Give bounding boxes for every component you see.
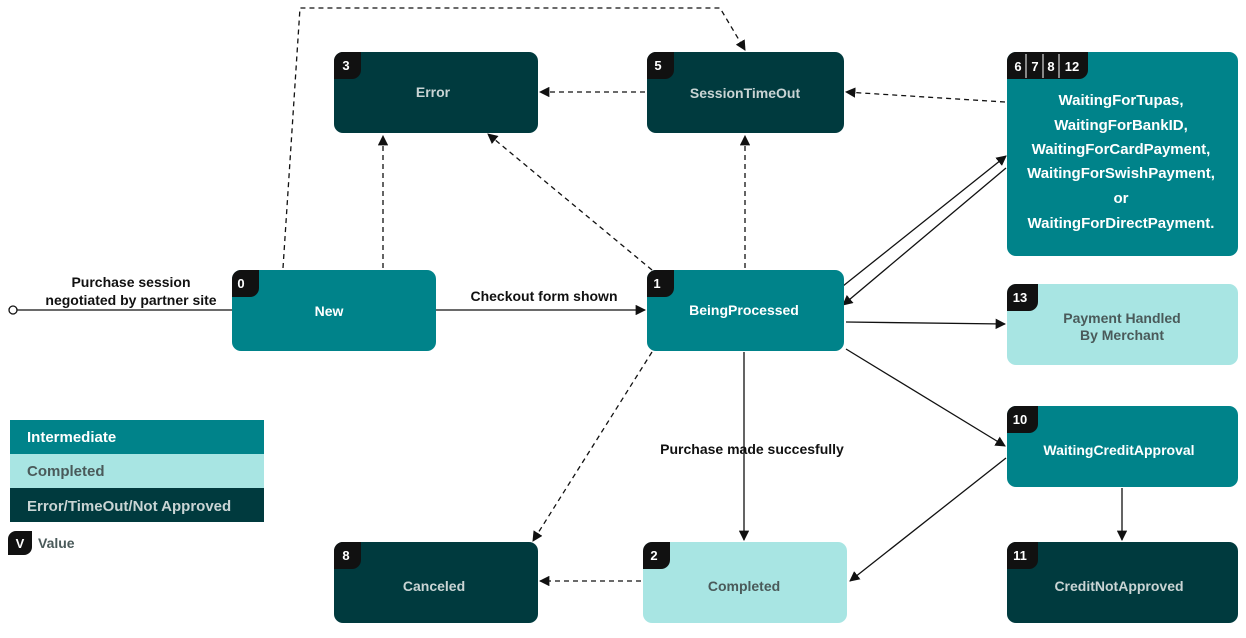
node-waitingcreditapproval-label: WaitingCreditApproval	[1043, 442, 1194, 458]
node-paymenthandled-label-line: Payment Handled	[1063, 310, 1180, 326]
node-waiting: 6 7 8 12 WaitingForTupas, WaitingForBank…	[1007, 52, 1238, 256]
node-new-badge	[232, 270, 259, 297]
legend-completed-label: Completed	[27, 463, 105, 480]
edge-beingprocessed-to-waiting	[837, 155, 1007, 291]
node-paymenthandled-number: 13	[1013, 290, 1027, 305]
node-beingprocessed-number: 1	[653, 276, 660, 291]
node-waiting-number: 8	[1047, 59, 1054, 74]
node-canceled-box	[334, 542, 538, 623]
legend-value-label: Value	[38, 535, 75, 551]
edge-label-checkout: Checkout form shown	[470, 288, 617, 304]
edges	[17, 7, 1128, 587]
legend-intermediate-swatch	[10, 420, 264, 454]
node-waitingcreditapproval-box	[1007, 406, 1238, 487]
node-sessiontimeout-label: SessionTimeOut	[690, 85, 801, 101]
edge-new-to-sessiontimeout	[282, 7, 746, 269]
node-error-badge	[334, 52, 361, 79]
node-waitingcreditapproval-badge	[1007, 406, 1038, 433]
node-waiting-label-line: WaitingForCardPayment,	[1032, 141, 1211, 158]
node-completed-badge	[643, 542, 670, 569]
node-creditnotapproved-box	[1007, 542, 1238, 623]
node-paymenthandled-badge	[1007, 284, 1038, 311]
node-beingprocessed-label: BeingProcessed	[689, 302, 799, 318]
node-sessiontimeout-number: 5	[654, 58, 661, 73]
node-paymenthandled-label-line: By Merchant	[1080, 327, 1164, 343]
node-beingprocessed: 1 BeingProcessed	[647, 270, 844, 351]
node-error-number: 3	[342, 58, 349, 73]
edge-beingprocessed-to-waitingcreditapproval	[845, 348, 1006, 447]
edge-waitingcreditapproval-to-completed	[849, 457, 1007, 582]
legend-value-badge-letter: V	[16, 536, 25, 551]
node-error: 3 Error	[334, 52, 538, 133]
node-waiting-label-line: WaitingForBankID,	[1054, 117, 1188, 134]
node-waiting-number: 6	[1014, 59, 1021, 74]
edge-waiting-to-beingprocessed	[842, 167, 1007, 306]
legend-value-badge	[8, 531, 32, 555]
edge-beingprocessed-to-canceled	[532, 351, 653, 542]
node-new-box	[232, 270, 436, 351]
node-waitingcreditapproval-number: 10	[1013, 412, 1027, 427]
node-new: 0 New	[232, 270, 436, 351]
start-circle	[8, 305, 18, 315]
legend-error-swatch	[10, 488, 264, 522]
legend-intermediate-label: Intermediate	[27, 429, 116, 446]
node-paymenthandled-box	[1007, 284, 1238, 365]
node-creditnotapproved: 11 CreditNotApproved	[1007, 542, 1238, 623]
node-completed-box	[643, 542, 847, 623]
node-completed: 2 Completed	[643, 542, 847, 623]
node-new-label: New	[315, 303, 344, 319]
node-completed-label: Completed	[708, 578, 780, 594]
node-waiting-box	[1007, 52, 1238, 256]
node-new-number: 0	[237, 276, 244, 291]
edge-waiting-to-sessiontimeout	[844, 87, 1006, 103]
edge-label-start-line2: negotiated by partner site	[45, 292, 216, 308]
node-creditnotapproved-number: 11	[1013, 548, 1027, 563]
node-waiting-number: 7	[1031, 59, 1038, 74]
node-sessiontimeout: 5 SessionTimeOut	[647, 52, 844, 133]
node-waiting-number: 12	[1065, 59, 1079, 74]
node-waiting-label-line: WaitingForDirectPayment.	[1028, 215, 1215, 232]
node-waiting-badge	[1007, 52, 1088, 79]
node-canceled-label: Canceled	[403, 578, 465, 594]
legend: Intermediate Completed Error/TimeOut/Not…	[8, 420, 264, 555]
edge-beingprocessed-to-error	[487, 133, 653, 271]
node-creditnotapproved-label: CreditNotApproved	[1054, 578, 1183, 594]
node-canceled-number: 8	[342, 548, 349, 563]
node-sessiontimeout-box	[647, 52, 844, 133]
node-error-label: Error	[416, 84, 451, 100]
node-sessiontimeout-badge	[647, 52, 674, 79]
node-canceled-badge	[334, 542, 361, 569]
node-creditnotapproved-badge	[1007, 542, 1038, 569]
node-completed-number: 2	[650, 548, 657, 563]
legend-completed-swatch	[10, 454, 264, 488]
node-paymenthandled: 13 Payment Handled By Merchant	[1007, 284, 1238, 365]
node-canceled: 8 Canceled	[334, 542, 538, 623]
node-waiting-label-line: or	[1114, 190, 1129, 207]
node-beingprocessed-badge	[647, 270, 674, 297]
edge-label-start-line1: Purchase session	[71, 274, 190, 290]
node-beingprocessed-box	[647, 270, 844, 351]
node-waiting-label-line: WaitingForTupas,	[1059, 92, 1184, 109]
legend-error-label: Error/TimeOut/Not Approved	[27, 498, 231, 515]
node-error-box	[334, 52, 538, 133]
edge-label-purchase: Purchase made succesfully	[660, 441, 844, 457]
node-waitingcreditapproval: 10 WaitingCreditApproval	[1007, 406, 1238, 487]
edge-beingprocessed-to-paymenthandled	[845, 318, 1007, 330]
node-waiting-label-line: WaitingForSwishPayment,	[1027, 165, 1215, 182]
